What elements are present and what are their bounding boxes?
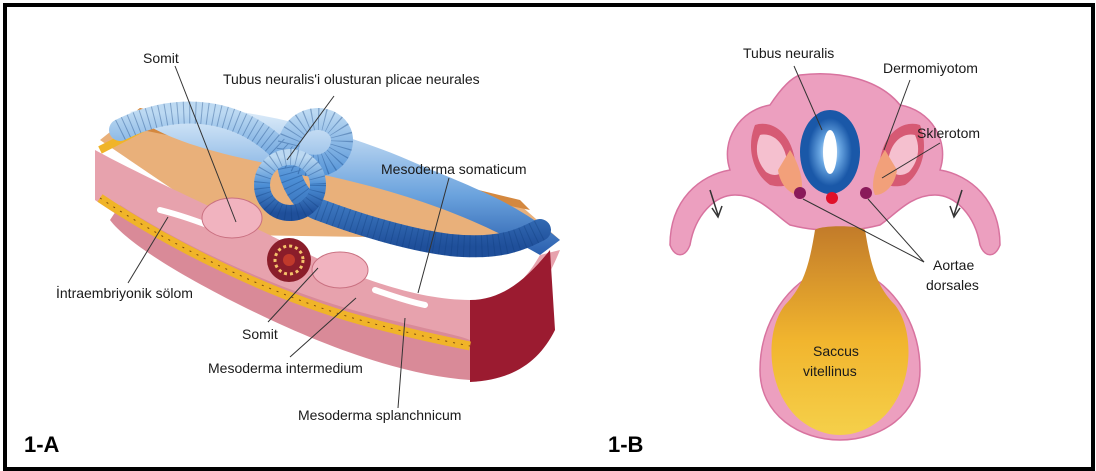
- label-tubus-plicae: Tubus neuralis'i olusturan plicae neural…: [223, 71, 480, 87]
- label-tubus-neuralis: Tubus neuralis: [743, 45, 834, 61]
- label-somit-top: Somit: [143, 50, 179, 66]
- label-aortae-line1: Aortae: [933, 257, 974, 273]
- label-sklerotom: Sklerotom: [917, 125, 980, 141]
- panel-a-illustration: [95, 107, 560, 382]
- label-intraembriyonik-solom: İntraembriyonik sölom: [56, 284, 193, 301]
- panel-a-label: 1-A: [24, 432, 60, 457]
- label-saccus-line2: vitellinus: [803, 363, 857, 379]
- label-mesoderma-somaticum: Mesoderma somaticum: [381, 161, 527, 177]
- label-somit-bottom: Somit: [242, 326, 278, 342]
- panel-b-label: 1-B: [608, 432, 643, 457]
- label-mesoderma-splanchnicum: Mesoderma splanchnicum: [298, 407, 461, 423]
- label-dermomiyotom: Dermomiyotom: [883, 60, 978, 76]
- label-mesoderma-intermedium: Mesoderma intermedium: [208, 360, 363, 376]
- label-saccus-line1: Saccus: [813, 343, 859, 359]
- label-aortae-line2: dorsales: [926, 277, 979, 293]
